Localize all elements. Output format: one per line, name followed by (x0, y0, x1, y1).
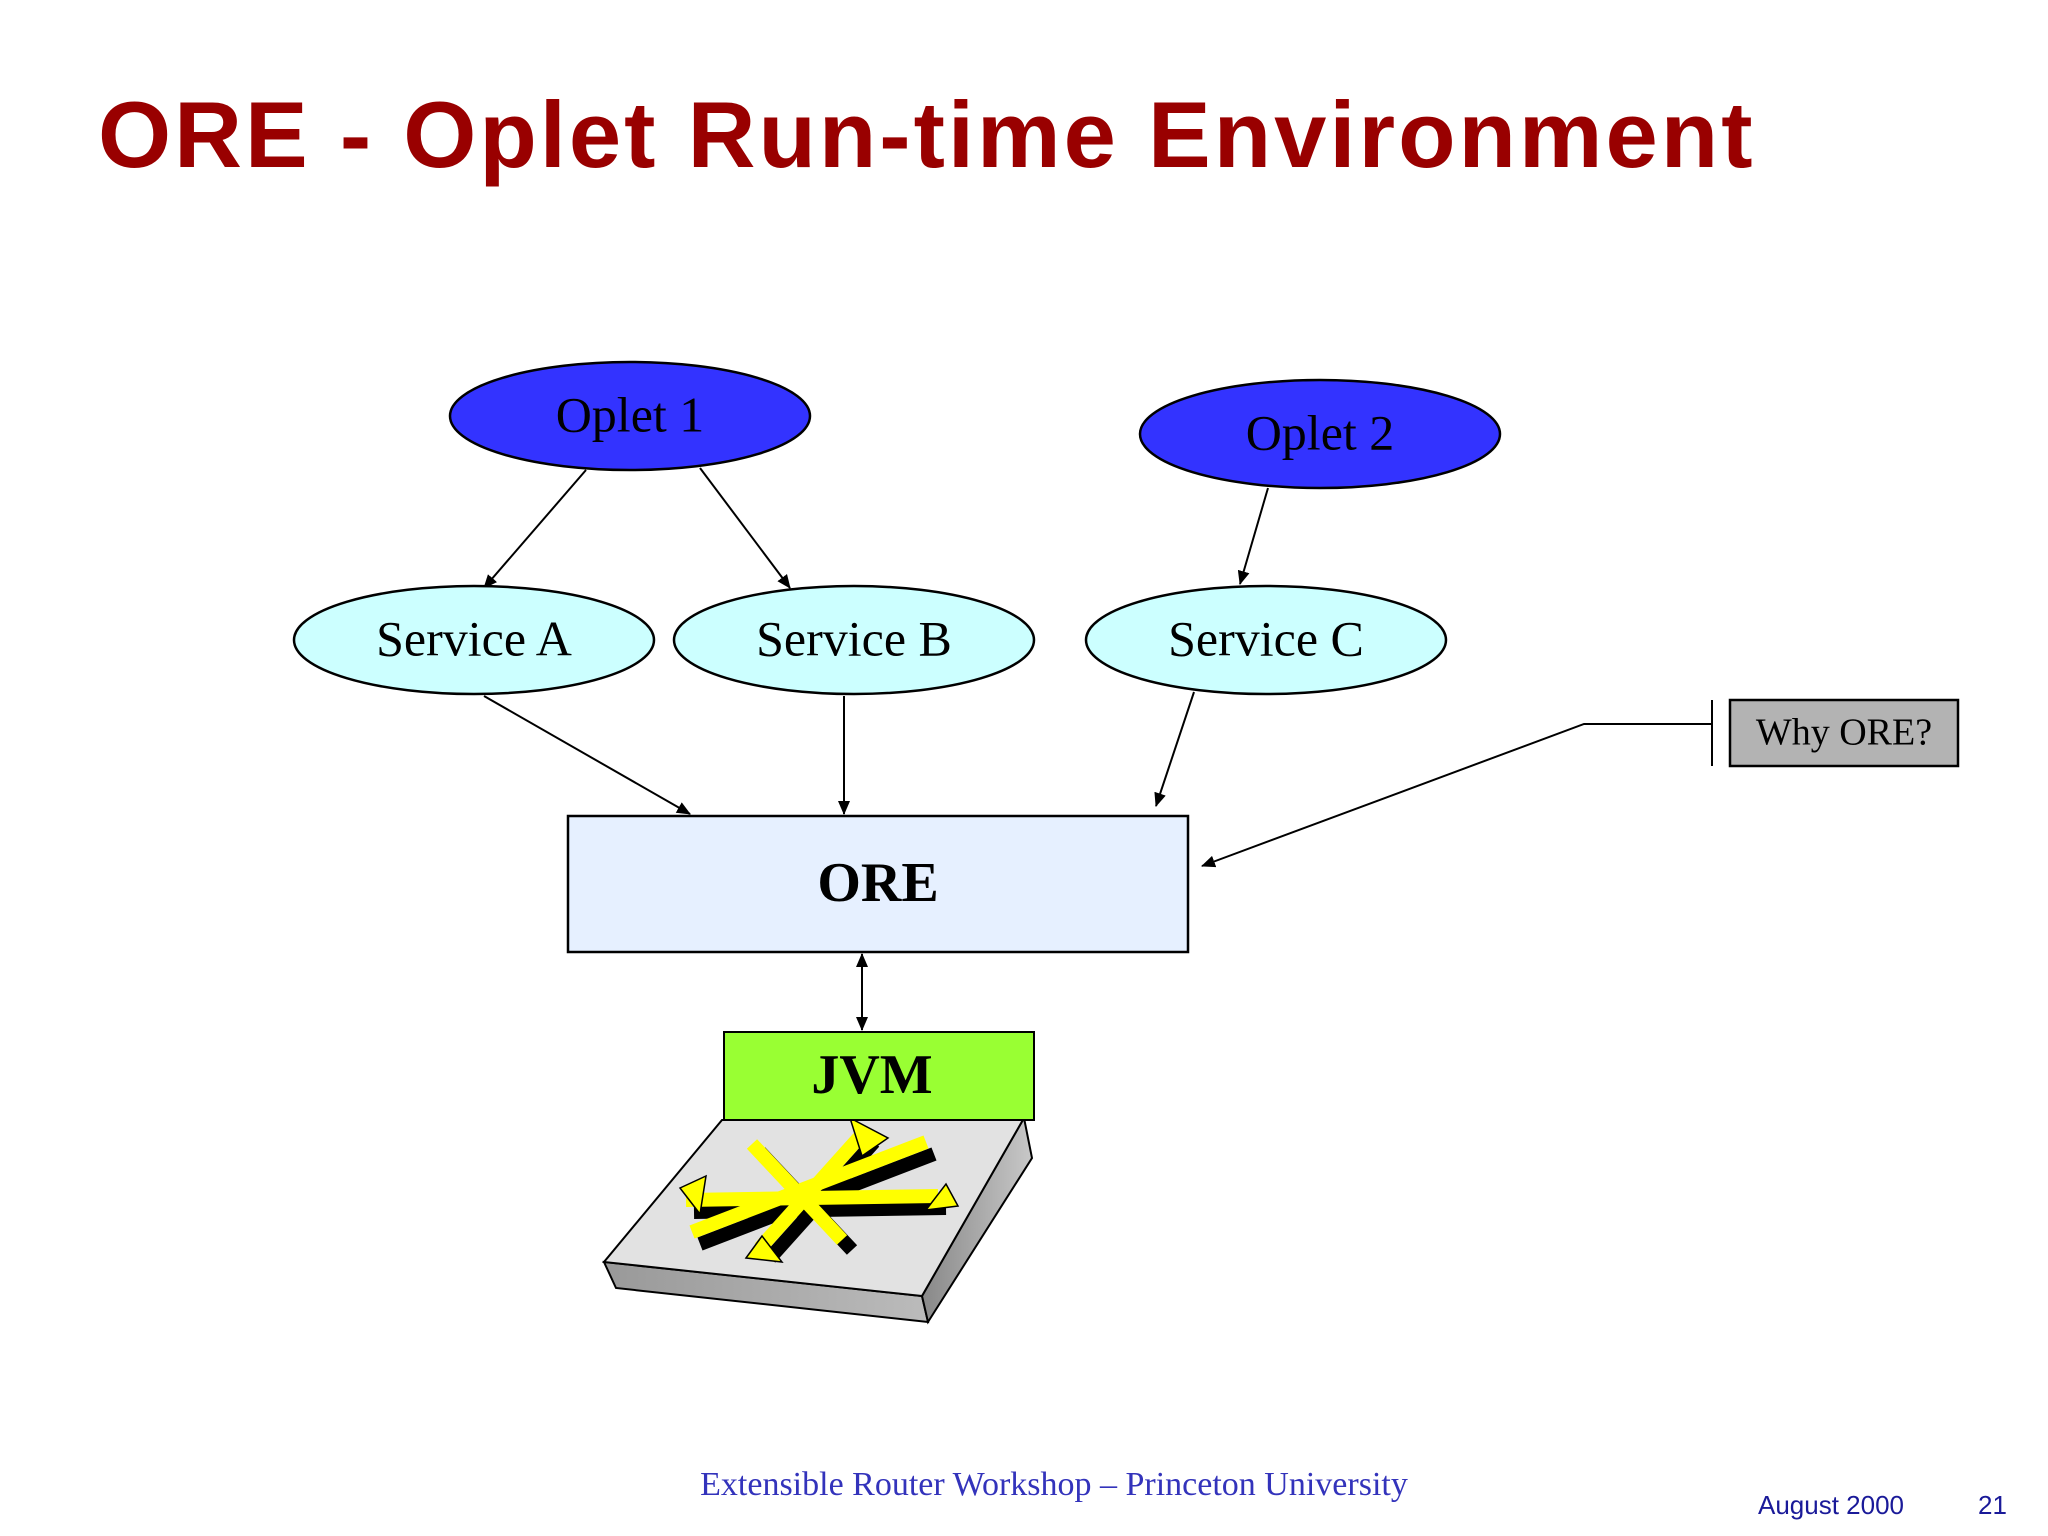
edge-oplet2-service-c (1237, 487, 1269, 585)
edge-service-a-ore (483, 695, 691, 815)
why-ore-label: Why ORE? (1756, 712, 1932, 754)
edge-why-ore-callout (1201, 723, 1712, 868)
oplet-2-label: Oplet 2 (1246, 404, 1395, 460)
oplet-2-node: Oplet 2 (1138, 378, 1502, 490)
service-a-label: Service A (376, 610, 572, 666)
footer-event: Extensible Router Workshop – Princeton U… (700, 1466, 1408, 1503)
service-c-node: Service C (1084, 584, 1448, 696)
why-ore-button[interactable]: Why ORE? (1728, 698, 1960, 768)
service-b-label: Service B (756, 610, 952, 666)
ore-box: ORE (566, 814, 1190, 954)
ore-label: ORE (817, 852, 938, 914)
service-c-label: Service C (1168, 610, 1364, 666)
footer-date: August 2000 (1758, 1490, 1905, 1520)
edge-oplet1-service-b (699, 467, 791, 589)
edge-service-c-ore (1154, 691, 1195, 807)
service-b-node: Service B (672, 584, 1036, 696)
slide-title: ORE - Oplet Run-time Environment (98, 82, 1756, 187)
service-a-node: Service A (292, 584, 656, 696)
oplet-1-label: Oplet 1 (556, 386, 705, 442)
router-icon (602, 1115, 1034, 1325)
diagram-edges (483, 467, 1713, 1031)
oplet-1-node: Oplet 1 (448, 360, 812, 472)
footer-page-number: 21 (1978, 1490, 2007, 1520)
jvm-box: JVM (723, 1031, 1035, 1121)
edge-oplet1-service-a (483, 469, 587, 589)
jvm-label: JVM (811, 1044, 932, 1106)
